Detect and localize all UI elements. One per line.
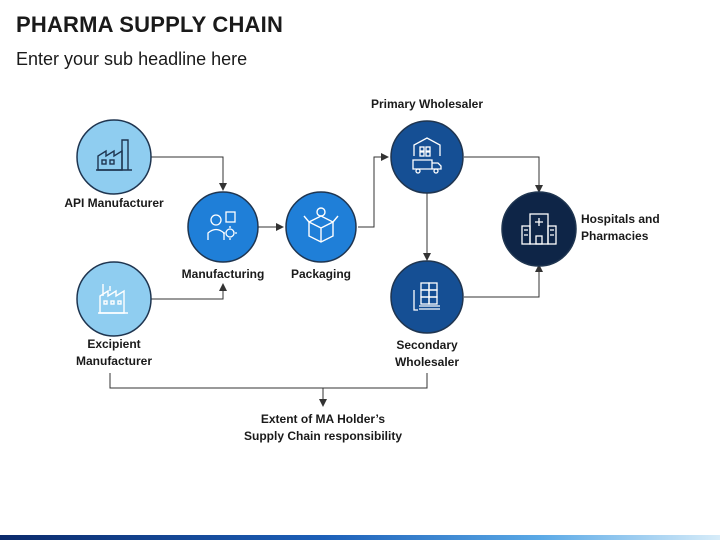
node-primary-wholesaler [390, 120, 464, 194]
node-packaging [285, 191, 357, 263]
connectors [109, 153, 543, 407]
node-manufacturing [187, 191, 259, 263]
node-api-manufacturer [76, 119, 152, 195]
arrow-secondary-to-hospitals [464, 264, 543, 298]
bottom-accent-bar [0, 535, 720, 540]
page-subtitle: Enter your sub headline here [16, 49, 248, 69]
box-icon [303, 207, 339, 243]
hospital-icon [521, 213, 557, 245]
label-secondary-wholesaler: Secondary Wholesaler [367, 337, 487, 371]
node-secondary-wholesaler [390, 260, 464, 334]
label-packaging: Packaging [290, 267, 352, 281]
label-scope-footnote: Extent of MA Holder’s Supply Chain respo… [213, 411, 433, 445]
label-manufacturing: Manufacturing [181, 267, 265, 281]
label-secondary-line2: Wholesaler [394, 355, 460, 369]
arrow-api-to-manufacturing [151, 156, 227, 191]
scope-bracket [109, 373, 428, 389]
label-primary-wholesaler: Primary Wholesaler [370, 97, 484, 111]
label-api-manufacturer: API Manufacturer [64, 196, 164, 210]
pallet-boxes-icon [413, 282, 440, 311]
node-hospitals-pharmacies [501, 191, 577, 267]
label-secondary-line1: Secondary [396, 338, 458, 352]
label-hospitals-line2: Pharmacies [581, 229, 649, 243]
factory-icon [98, 284, 128, 314]
footnote-line1: Extent of MA Holder’s [260, 412, 386, 426]
worker-gear-icon [207, 211, 237, 240]
node-excipient-manufacturer [76, 261, 152, 337]
page-title: PHARMA SUPPLY CHAIN [16, 12, 284, 37]
factory-icon [96, 139, 132, 171]
label-excipient-line2: Manufacturer [75, 354, 152, 368]
label-hospitals-pharmacies: Hospitals and Pharmacies [581, 211, 701, 245]
footnote-line2: Supply Chain responsibility [243, 429, 403, 443]
arrow-excipient-to-manufacturing [151, 283, 227, 300]
arrow-primary-to-hospitals [464, 156, 543, 193]
warehouse-truck-icon [412, 137, 442, 174]
arrow-packaging-to-primary [358, 153, 389, 228]
label-hospitals-line1: Hospitals and [581, 212, 660, 226]
label-excipient-line1: Excipient [87, 337, 141, 351]
label-excipient-manufacturer: Excipient Manufacturer [44, 336, 184, 370]
